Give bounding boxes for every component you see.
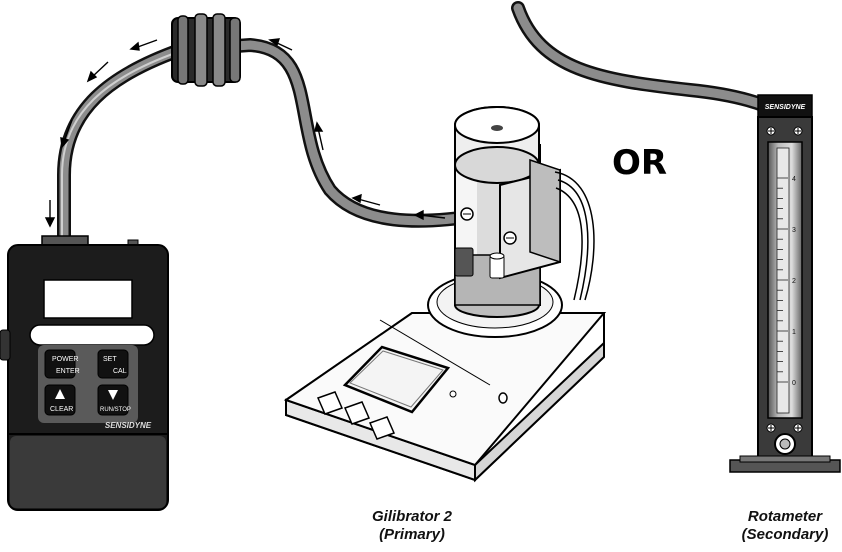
set-cal-button[interactable]: SET CAL	[97, 349, 129, 379]
arrow-down-icon	[108, 390, 118, 400]
arrow-up-icon	[55, 389, 65, 399]
filter-cassette	[171, 13, 241, 87]
rotameter-scale-label: 4	[792, 176, 796, 183]
gilibrator-caption-subtitle: (Primary)	[379, 526, 445, 543]
power-enter-button[interactable]: POWER ENTER	[44, 349, 80, 379]
gilibrator-calibrator	[283, 106, 607, 483]
rotameter-caption-title: Rotameter	[747, 508, 823, 525]
gilibrator-button[interactable]	[343, 401, 371, 425]
gilibrator-button[interactable]	[316, 391, 344, 415]
run-stop-button[interactable]: RUN/STOP	[97, 384, 131, 416]
sample-tube	[57, 37, 507, 249]
svg-text:SET: SET	[103, 356, 117, 363]
svg-text:RUN/STOP: RUN/STOP	[100, 407, 131, 413]
flow-arrow-icon	[86, 61, 109, 83]
pump-label-strip	[29, 324, 155, 346]
or-separator: OR	[612, 143, 667, 183]
sampling-pump: POWER ENTER SET CAL CLEAR RUN/STOP SENSI…	[0, 235, 169, 511]
rotameter-scale-label: 3	[792, 227, 796, 234]
gilibrator-display	[342, 345, 451, 414]
gilibrator-button[interactable]	[368, 416, 396, 440]
flow-arrow-icon	[268, 38, 293, 51]
rotameter-scale-label: 1	[792, 329, 796, 336]
flow-arrow-icon	[351, 193, 381, 206]
rotameter-scale-label: 0	[792, 380, 796, 387]
svg-text:ENTER: ENTER	[56, 368, 80, 375]
flow-arrow-icon	[314, 121, 324, 151]
rotameter-caption-subtitle: (Secondary)	[741, 526, 829, 543]
flow-arrow-icon	[129, 39, 158, 51]
svg-text:POWER: POWER	[52, 356, 78, 363]
pump-lcd-display	[43, 279, 133, 319]
svg-text:CAL: CAL	[113, 368, 127, 375]
gilibrator-caption-title: Gilibrator 2	[371, 508, 453, 525]
rotameter-caption: Rotameter (Secondary)	[730, 508, 840, 544]
flow-arrow-icon	[44, 200, 56, 228]
rotameter-scale: 4 3 2 1 0	[777, 176, 796, 387]
flow-arrows	[44, 38, 446, 228]
clear-button[interactable]: CLEAR	[44, 384, 76, 416]
rotameter-scale-label: 2	[792, 278, 796, 285]
flow-arrow-icon	[413, 209, 446, 221]
pump-brand-logo: SENSIDYNE	[105, 421, 152, 430]
flow-arrow-icon	[60, 119, 73, 149]
svg-text:CLEAR: CLEAR	[50, 406, 73, 413]
rotameter-brand-logo: SENSIDYNE	[765, 104, 806, 111]
gilibrator-caption: Gilibrator 2 (Primary)	[352, 508, 472, 544]
rotameter: SENSIDYNE 4 3 2 1 0	[511, 1, 841, 473]
